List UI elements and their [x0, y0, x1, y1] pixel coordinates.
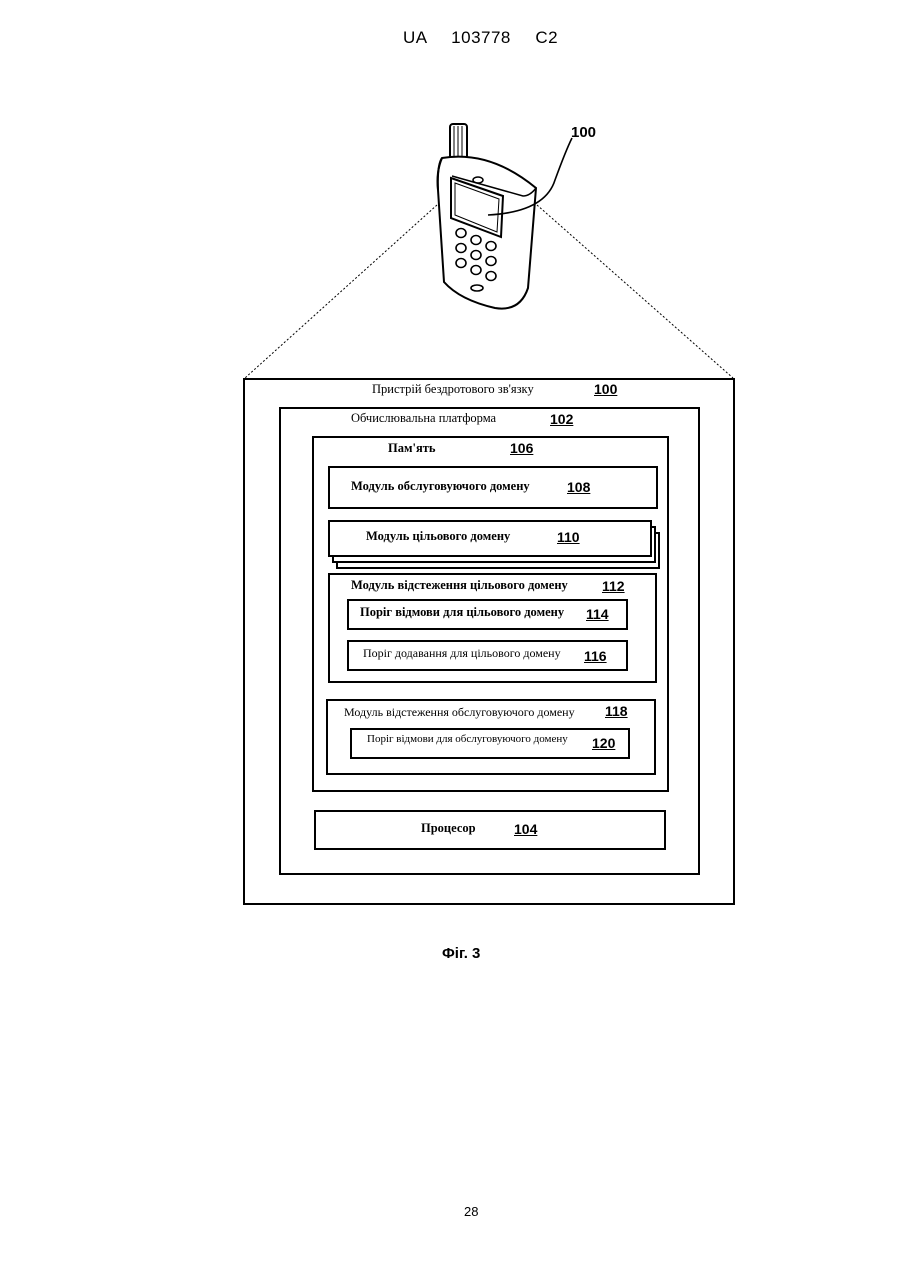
page-number: 28 [464, 1204, 478, 1219]
mobile-phone-icon [438, 157, 537, 309]
serving-domain-module-label: Модуль обслуговуючого домену [351, 479, 530, 494]
target-drop-threshold-label: Поріг відмови для цільового домену [360, 605, 564, 620]
processor-ref: 104 [514, 821, 537, 837]
serving-tracking-module-ref: 118 [605, 703, 628, 719]
target-domain-module-ref: 110 [557, 529, 580, 545]
target-tracking-module-label: Модуль відстеження цільового домену [351, 578, 568, 593]
projection-line-right [537, 205, 733, 378]
target-add-threshold-label: Поріг додавання для цільового домену [363, 646, 561, 661]
serving-drop-threshold-label: Поріг відмови для обслуговуючого домену [367, 733, 568, 745]
memory-ref: 106 [510, 440, 533, 456]
target-add-threshold-ref: 116 [584, 648, 607, 664]
projection-line-left [245, 205, 437, 378]
target-drop-threshold-ref: 114 [586, 606, 609, 622]
serving-domain-module-ref: 108 [567, 479, 590, 495]
device-ref: 100 [594, 381, 617, 397]
serving-drop-threshold-ref: 120 [592, 735, 615, 751]
processor-box [314, 810, 666, 850]
phone-ref: 100 [571, 124, 596, 141]
device-label: Пристрій бездротового зв'язку [372, 382, 534, 397]
target-domain-module-label: Модуль цільового домену [366, 529, 510, 544]
target-tracking-module-ref: 112 [602, 578, 625, 594]
figure-caption: Фіг. 3 [442, 945, 480, 962]
platform-label: Обчислювальна платформа [351, 411, 496, 426]
platform-ref: 102 [550, 411, 573, 427]
processor-label: Процесор [421, 821, 476, 836]
memory-label: Пам'ять [388, 441, 435, 456]
serving-tracking-module-label: Модуль відстеження обслуговуючого домену [344, 705, 575, 720]
